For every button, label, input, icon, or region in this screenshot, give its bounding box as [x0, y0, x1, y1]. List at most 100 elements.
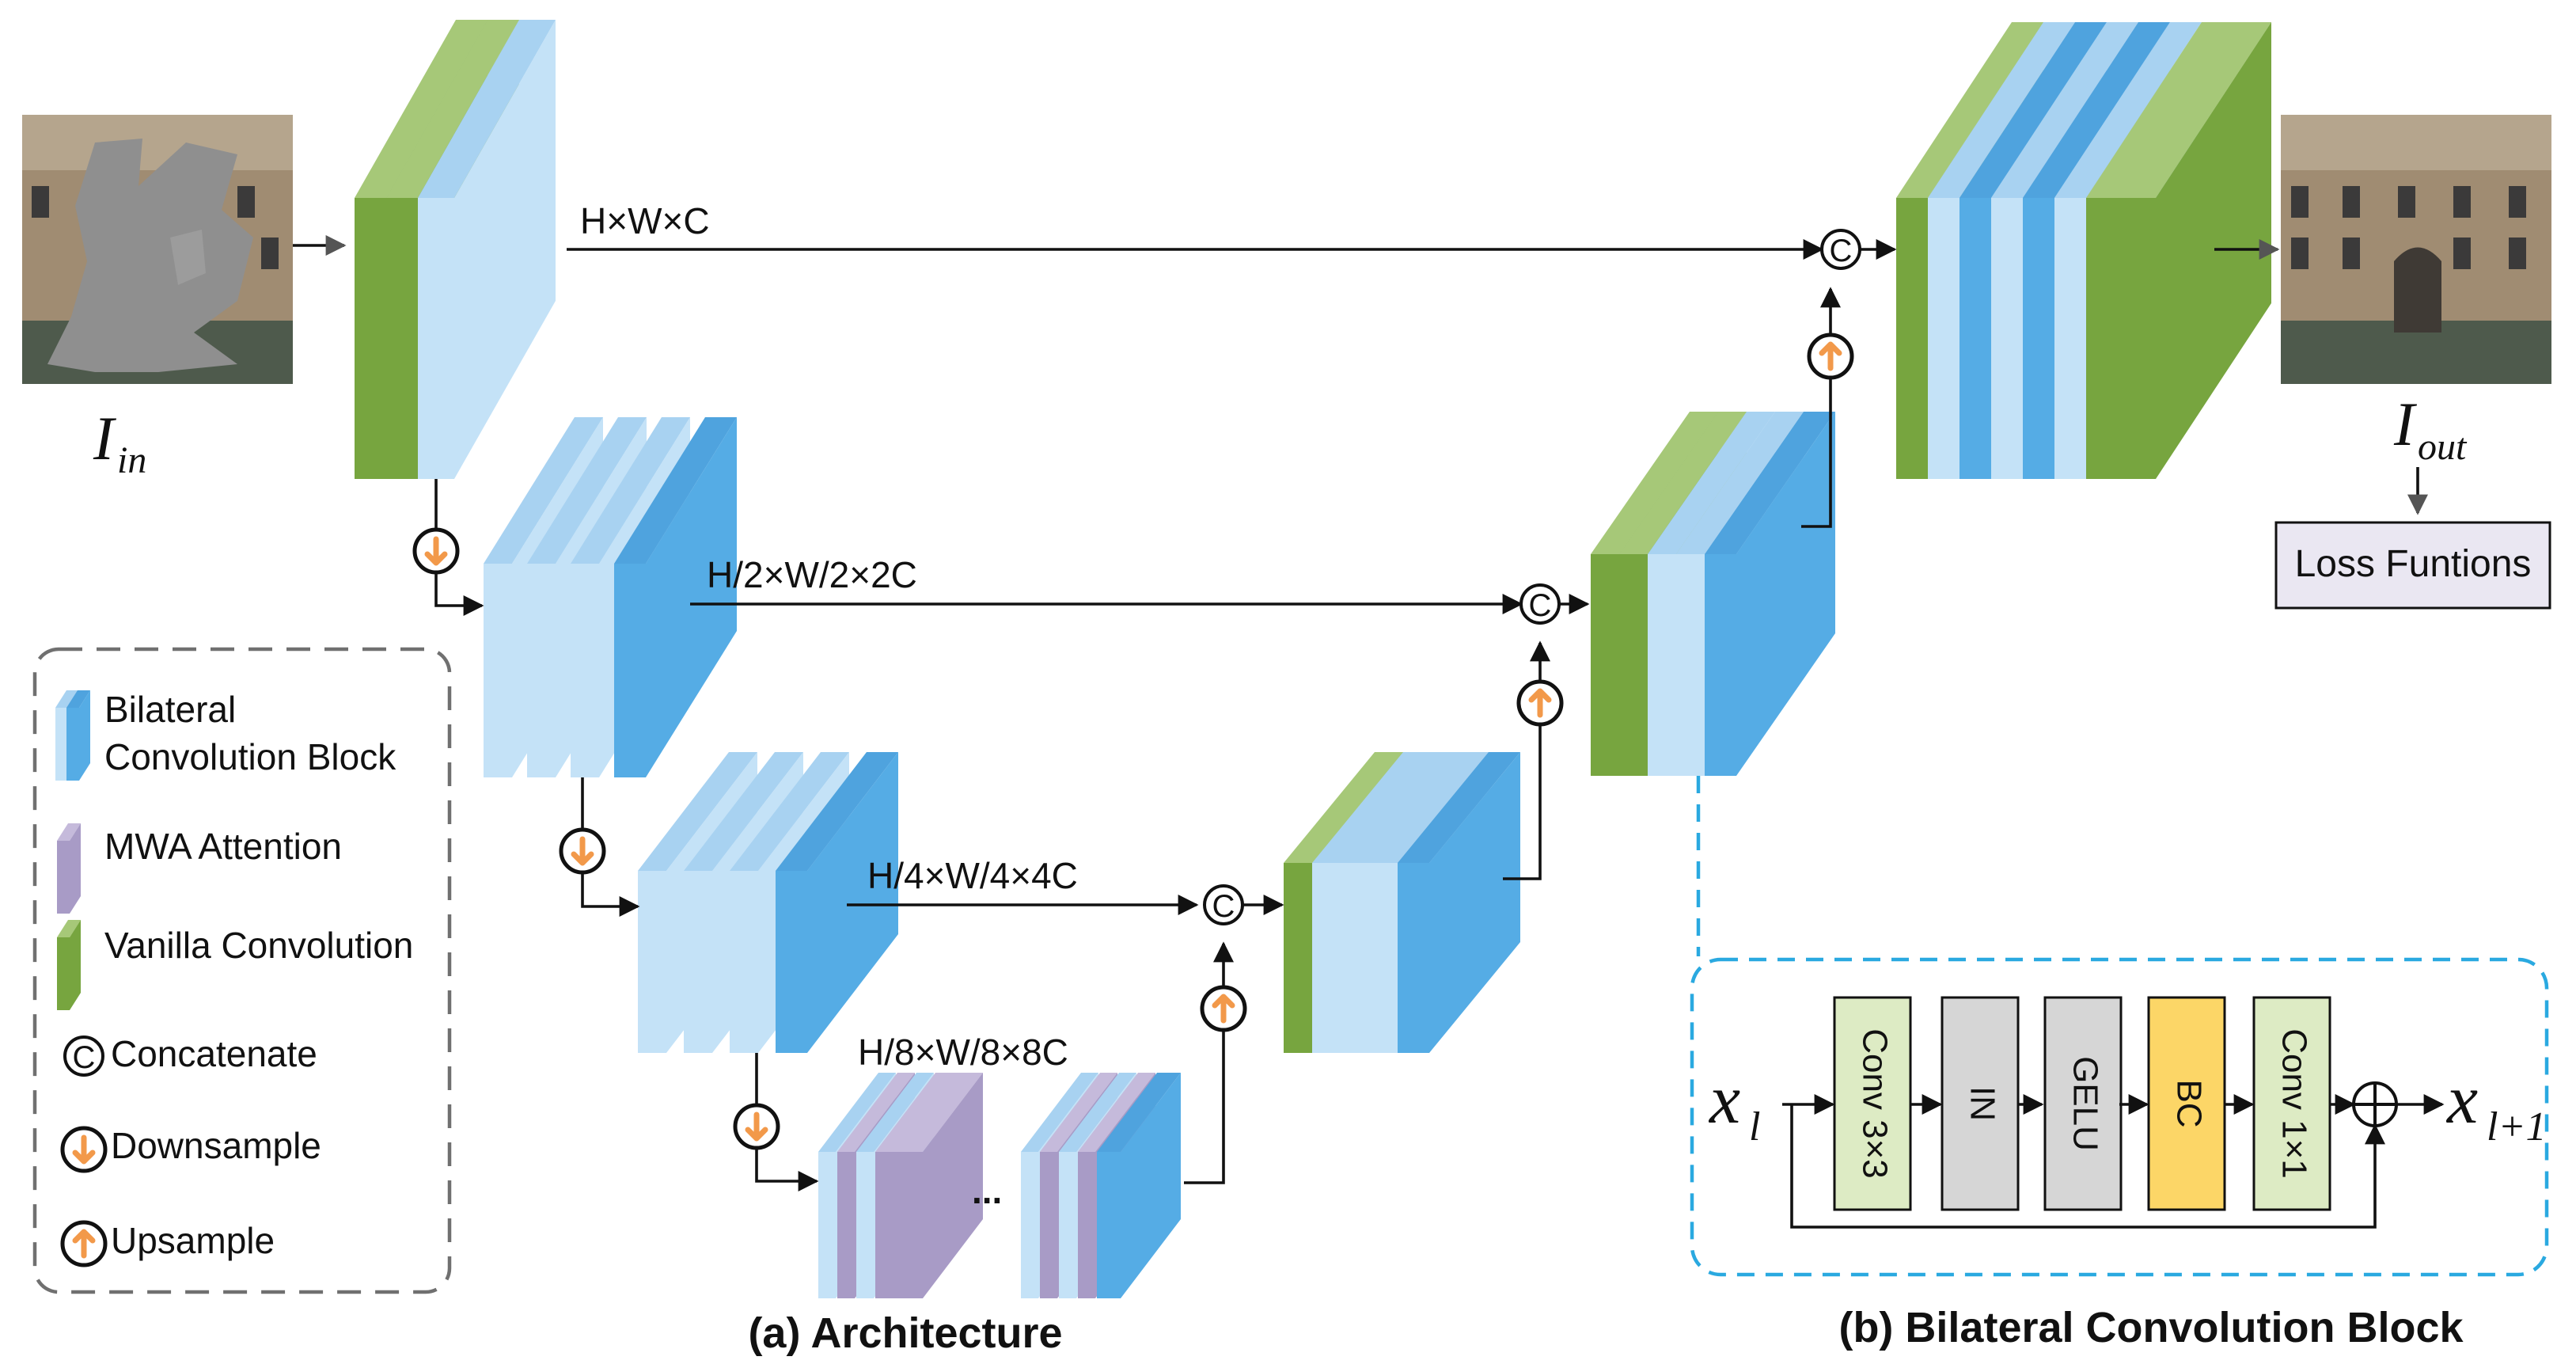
legend-concat: Concatenate — [111, 1033, 317, 1074]
down-path-2 — [581, 777, 640, 917]
encoder-stack-2-slab-top — [527, 417, 647, 564]
bottleneck-stack-a-slab-side — [923, 1073, 983, 1298]
bc-input-main: x — [1708, 1062, 1740, 1138]
bc-input-sub: l — [1749, 1104, 1760, 1150]
decoder-stack-2-slab-front — [1619, 554, 1648, 776]
bottleneck-stack-a-slab-top — [837, 1073, 915, 1152]
output-label-sub: out — [2418, 426, 2468, 468]
bc-step-1: Conv 3×3 — [1833, 996, 1912, 1211]
bc-step-4: BC — [2147, 996, 2226, 1211]
input-label-sub: in — [117, 439, 146, 481]
legend-up: Upsample — [111, 1220, 275, 1261]
legend-upsample-icon-head — [72, 1229, 96, 1244]
bc-input-label: x l — [1708, 1062, 1760, 1150]
decoder-stack-3-slab-top — [1369, 752, 1490, 863]
vanilla-conv-icon-front — [57, 937, 70, 1010]
bc-step-3: GELU — [2043, 996, 2123, 1211]
decoder-stack-3-slab-front — [1341, 863, 1371, 1053]
bilateral-block-icon-top — [55, 690, 79, 708]
bottleneck-stack-b-slab-top — [1097, 1073, 1181, 1152]
decoder-stack-3-slab-front — [1284, 863, 1314, 1053]
decoder-stack-2-slab-front — [1648, 554, 1676, 776]
bottleneck-stack-a-slab-front — [837, 1152, 855, 1298]
down-path-1 — [434, 479, 484, 616]
encoder-stack-1 — [355, 20, 556, 479]
layer-stacks — [355, 20, 2271, 1298]
bottleneck-stack-b-slab-front — [1040, 1152, 1057, 1298]
bottleneck-stack-b-slab-top — [1021, 1073, 1098, 1152]
mwa-attention-icon-top — [57, 823, 81, 841]
encoder-stack-1-slab-top — [355, 20, 488, 198]
vanilla-conv-icon — [57, 920, 81, 1010]
bottleneck-stack-b-slab-side — [1121, 1073, 1181, 1298]
bottleneck-stack-a-slab-front — [818, 1152, 836, 1298]
loss-label: Loss Funtions — [2295, 543, 2532, 585]
decoder-stack-2-slab-top — [1591, 412, 1718, 554]
decoder-stack-2-slab-top — [1619, 412, 1747, 554]
decoder-stack-3-slab-top — [1398, 752, 1520, 863]
bottleneck-stack-a-slab-top — [818, 1073, 896, 1152]
decoder-stack-1-slab-top — [1991, 22, 2138, 198]
decoder-stack-1-slab-top — [1960, 22, 2107, 198]
caption-architecture: (a) Architecture — [748, 1309, 1062, 1357]
caption-bc-block: (b) Bilateral Convolution Block — [1838, 1304, 2464, 1351]
decoder-stack-2-slab-top — [1705, 412, 1835, 554]
decoder-stack-1-slab-top — [1896, 22, 2043, 198]
dim-label-level2: H/2×W/2×2C — [707, 554, 917, 595]
downsample-2-head — [571, 851, 594, 866]
bilateral-block-icon-2-front — [66, 708, 79, 781]
bilateral-block-icon-2-top — [66, 690, 90, 708]
decoder-stack-2-slab-front — [1591, 554, 1619, 776]
bottleneck-stack-b-slab-front — [1021, 1152, 1038, 1298]
decoder-stack-3 — [1284, 752, 1520, 1053]
legend-vanilla: Vanilla Convolution — [104, 925, 413, 966]
bc-flow — [1782, 1094, 2445, 1229]
encoder-stack-2-slab-front — [571, 564, 599, 777]
svg-text:C: C — [1212, 889, 1235, 924]
bc-output-sub: l+1 — [2487, 1104, 2547, 1150]
bc-step-box — [2147, 996, 2226, 1211]
bc-step-2: IN — [1941, 996, 2020, 1211]
output-label-main: I — [2393, 390, 2418, 458]
decoder-stack-1-slab-front — [2023, 198, 2054, 479]
bc-step-label: IN — [1963, 1086, 2001, 1121]
bc-step-5: Conv 1×1 — [2252, 996, 2331, 1211]
decoder-stack-3-slab-front — [1369, 863, 1399, 1053]
decoder-stack-1-slab-top — [2023, 22, 2170, 198]
encoder-stack-3-slab-side — [807, 752, 898, 1053]
decoder-stack-3-slab-top — [1284, 752, 1405, 863]
bc-sum-node — [2352, 1081, 2398, 1127]
bc-block-box — [1690, 957, 2549, 1277]
output-image — [2281, 115, 2551, 384]
legend-labels: Bilateral Convolution Block MWA Attentio… — [104, 689, 413, 1261]
decoder-stack-3-slab-front — [1398, 863, 1429, 1053]
upsample-2-head — [1528, 688, 1552, 703]
flow-connections — [293, 235, 2280, 1191]
bottleneck-stack-a-slab-top — [856, 1073, 934, 1152]
decoder-stack-2-slab-top — [1676, 412, 1804, 554]
decoder-stack-1-slab-front — [2054, 198, 2086, 479]
encoder-stack-3-slab-front — [638, 871, 666, 1053]
bottleneck-stack-b-slab-front — [1059, 1152, 1076, 1298]
legend-upsample-icon — [60, 1220, 108, 1267]
encoder-stack-3-slab-top — [776, 752, 898, 871]
decoder-stack-1-slab-front — [1896, 198, 1928, 479]
encoder-stack-1-slab-front — [418, 198, 454, 479]
downsample-3-head — [745, 1127, 768, 1142]
encoder-stack-1-slab-top — [386, 20, 519, 198]
encoder-stack-1-slab-front — [355, 198, 386, 479]
encoder-stack-3-slab-front — [776, 871, 807, 1053]
decoder-stack-3-slab-top — [1312, 752, 1433, 863]
bc-step-box — [2252, 996, 2331, 1211]
decoder-stack-1-slab-front — [1928, 198, 1960, 479]
legend-down: Downsample — [111, 1125, 321, 1166]
decoder-stack-2-slab-top — [1648, 412, 1775, 554]
mwa-attention-icon-front — [57, 841, 70, 914]
decoder-stack-1-slab-top — [1928, 22, 2075, 198]
legend-concat-icon: C — [63, 1036, 104, 1077]
downsample-2 — [559, 827, 606, 875]
decoder-stack-1-slab-front — [2086, 198, 2156, 479]
bc-steps: Conv 3×3 IN GELU BC Conv 1×1 — [1833, 996, 2331, 1211]
mwa-attention-icon-side — [70, 823, 81, 914]
